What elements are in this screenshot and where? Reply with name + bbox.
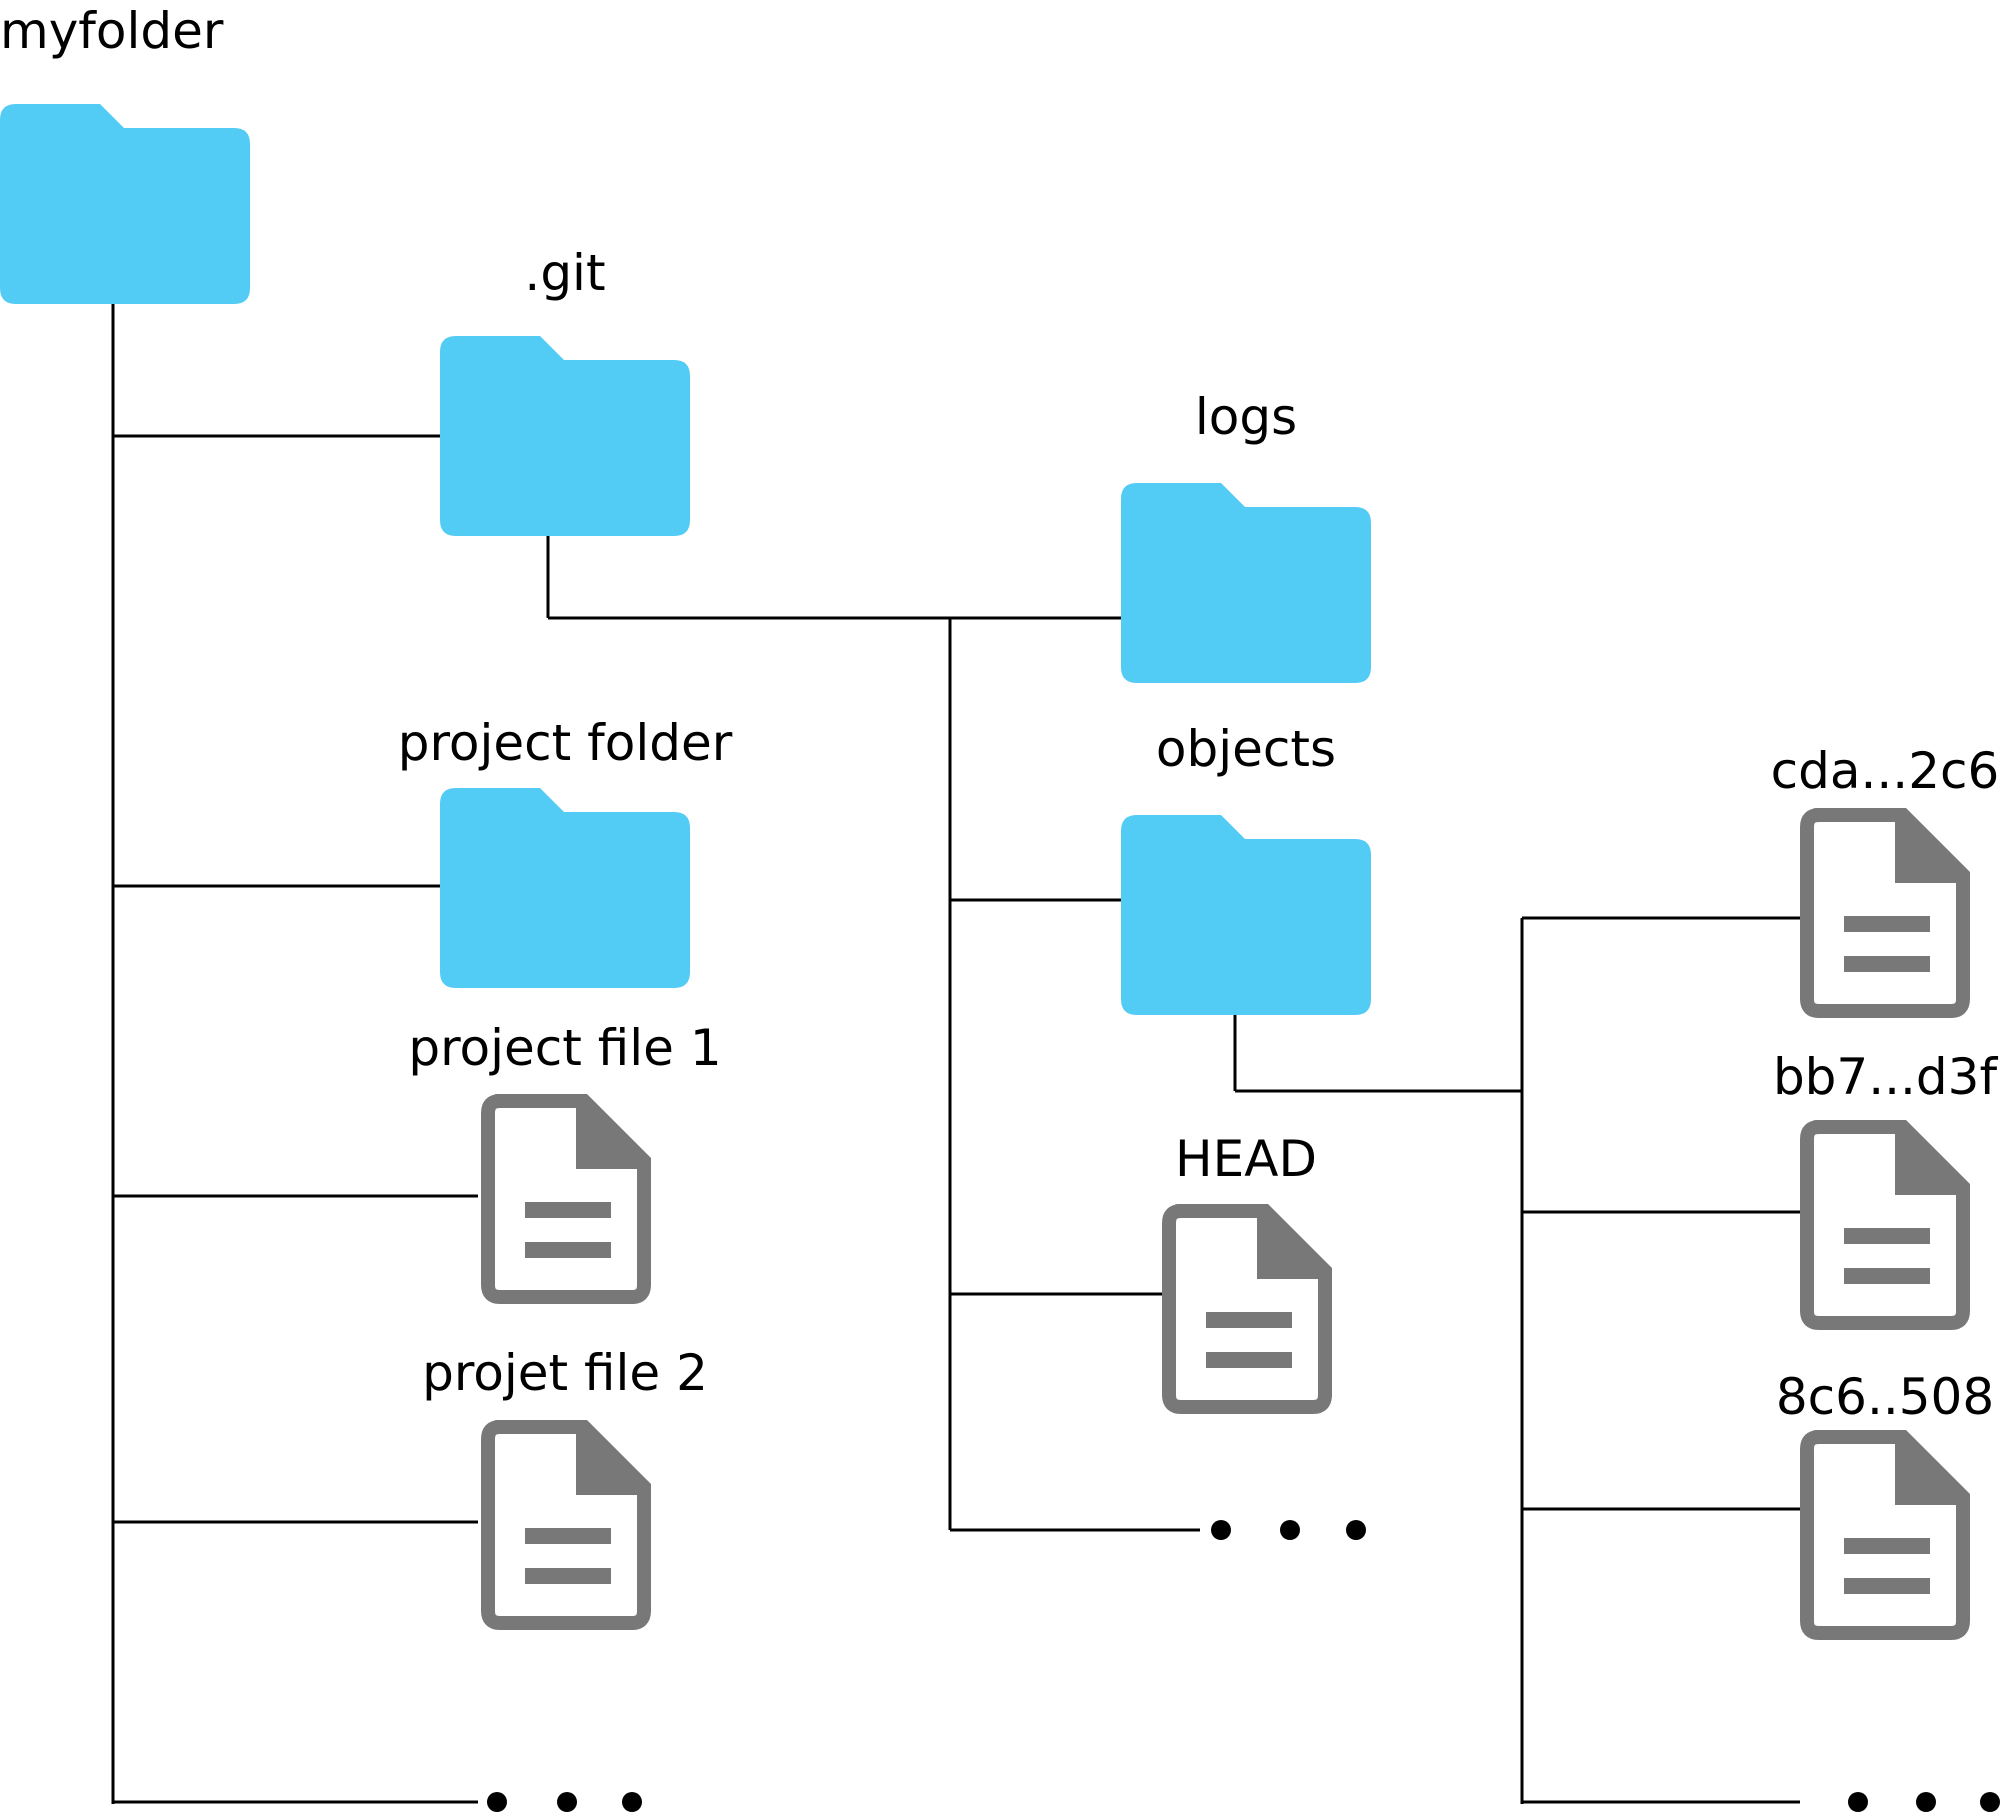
ellipsis-dot (622, 1792, 642, 1812)
node-logs[interactable]: logs (1121, 388, 1371, 683)
node-object-1[interactable]: cda...2c6 (1771, 742, 2000, 1011)
folder-icon (1121, 483, 1371, 683)
node-label: .git (524, 244, 605, 302)
node-label: objects (1156, 720, 1336, 778)
node-label: logs (1195, 388, 1297, 446)
node-project-file-2[interactable]: projet file 2 (422, 1344, 708, 1623)
node-project-file-1[interactable]: project file 1 (408, 1019, 722, 1297)
ellipsis-dot (1980, 1792, 2000, 1812)
more-items-myfolder (487, 1792, 642, 1812)
node-label: projet file 2 (422, 1344, 708, 1402)
node-git[interactable]: .git (440, 244, 690, 536)
node-label: cda...2c6 (1771, 742, 2000, 800)
ellipsis-dot (487, 1792, 507, 1812)
node-head[interactable]: HEAD (1169, 1130, 1332, 1407)
folder-icon (0, 104, 250, 304)
folder-icon (1121, 815, 1371, 1015)
file-icon (488, 1420, 651, 1623)
ellipsis-dot (557, 1792, 577, 1812)
more-items-git (1211, 1520, 1366, 1540)
file-icon (1807, 1120, 1970, 1323)
folder-icon (440, 788, 690, 988)
node-label: myfolder (0, 2, 224, 60)
node-label: project file 1 (408, 1019, 721, 1077)
node-objects[interactable]: objects (1121, 720, 1371, 1015)
ellipsis-dot (1916, 1792, 1936, 1812)
node-object-3[interactable]: 8c6..508 (1776, 1368, 1994, 1633)
more-items-objects (1848, 1792, 2000, 1812)
node-object-2[interactable]: bb7...d3f (1773, 1048, 1999, 1323)
node-myfolder[interactable]: myfolder (0, 2, 250, 304)
ellipsis-dot (1280, 1520, 1300, 1540)
node-label: 8c6..508 (1776, 1368, 1994, 1426)
node-project-folder[interactable]: project folder (398, 714, 733, 988)
node-label: bb7...d3f (1773, 1048, 1999, 1106)
ellipsis-dot (1346, 1520, 1366, 1540)
file-icon (488, 1094, 651, 1297)
folder-icon (440, 336, 690, 536)
node-label: HEAD (1175, 1130, 1317, 1188)
file-icon (1169, 1204, 1332, 1407)
ellipsis-dot (1211, 1520, 1231, 1540)
node-label: project folder (398, 714, 733, 772)
connector-lines (111, 304, 1800, 1804)
file-icon (1807, 808, 1970, 1011)
file-icon (1807, 1430, 1970, 1633)
ellipsis-dot (1848, 1792, 1868, 1812)
